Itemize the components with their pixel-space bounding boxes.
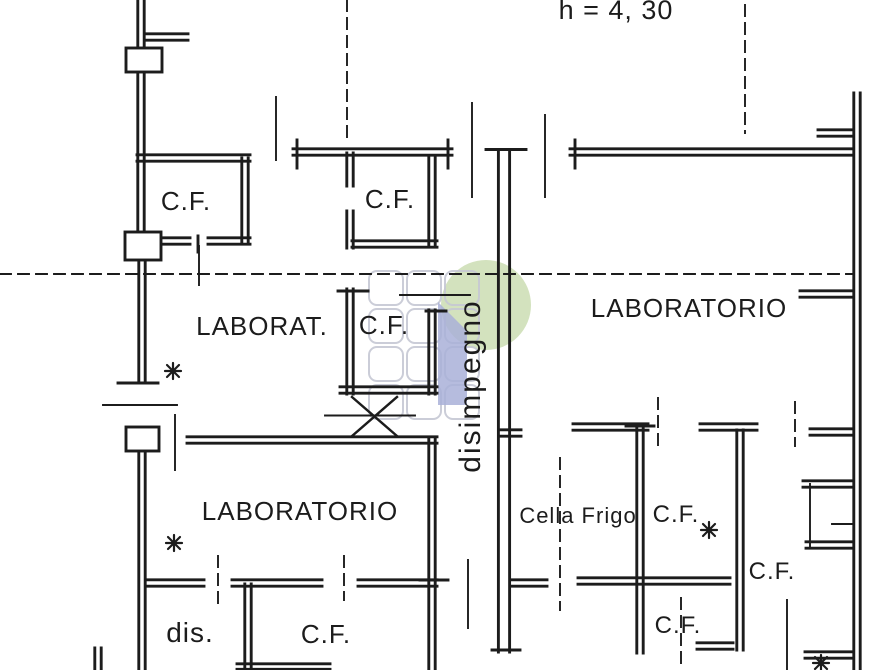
room-label-cf-top-middle: C.F. [365,184,415,214]
watermark-pennant [438,302,467,405]
wall-junction-box [124,425,161,453]
wall-junction-box [123,230,163,262]
watermark-grid-cell [368,384,404,420]
watermark-grid-cell [368,308,404,344]
room-label-cf-center: C.F. [359,310,409,340]
room-label-laboratorio-right: LABORATORIO [591,293,787,323]
watermark-grid-cell [368,346,404,382]
asterisk-marker-icon [163,361,183,381]
ceiling-height-note: h = 4, 30 [559,0,674,25]
watermark-grid-cell [368,270,404,306]
room-label-disimpegno: disimpegno [454,299,487,472]
dashed-lines [0,0,854,670]
labels: h = 4, 30 C.F. C.F. LABORAT. C.F. LABORA… [161,0,796,649]
room-label-dis: dis. [166,617,214,648]
room-label-cf-right: C.F. [749,558,796,585]
door-x-marker [350,395,399,438]
asterisk-marker-icon [164,533,184,553]
room-label-cf-top-left: C.F. [161,186,211,216]
room-label-laborat: LABORAT. [196,311,328,341]
wall-end-tick-marks [116,138,656,652]
asterisk-marker-icon [699,520,719,540]
room-label-cf-beside-cella: C.F. [653,501,700,528]
room-label-laboratorio-bottom: LABORATORIO [202,496,398,526]
wall-junction-box [124,46,164,74]
double-wall-lines [93,0,862,670]
walls [0,0,862,670]
room-label-cf-bottom: C.F. [301,619,351,649]
room-label-cella-frigo: Cella Frigo [519,503,636,528]
asterisk-marker-icon [811,653,831,670]
watermark-grid-cell [406,270,442,306]
room-label-cf-bottom-middle: C.F. [655,612,702,639]
asterisk-markers [163,361,831,670]
thin-wall-lines [102,96,854,670]
watermark-grid-cell [444,270,480,306]
